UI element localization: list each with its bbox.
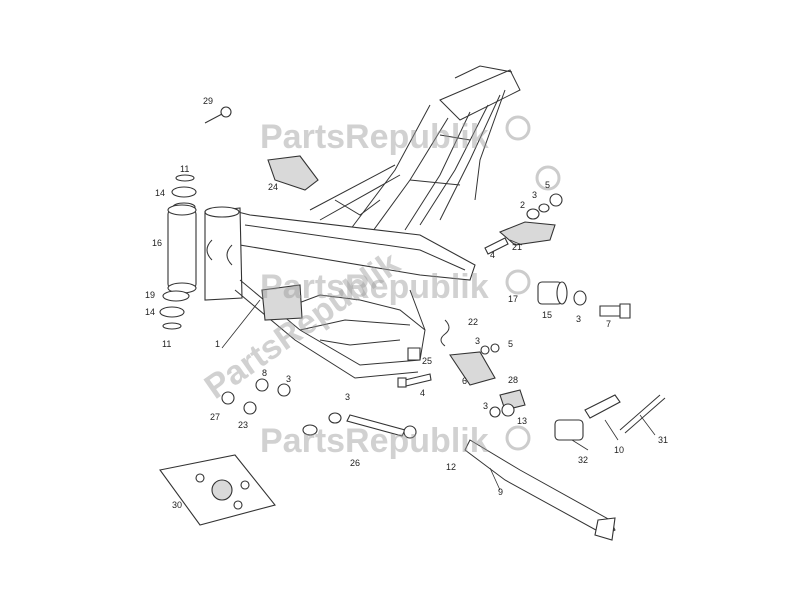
callout-23: 23 (238, 420, 248, 430)
callout-13: 13 (517, 416, 527, 426)
callout-11: 11 (180, 164, 189, 174)
callout-26: 26 (350, 458, 360, 468)
callout-30: 30 (172, 500, 182, 510)
callout-4-top: 4 (490, 250, 495, 260)
side-stand-9 (464, 439, 616, 541)
callout-27: 27 (210, 412, 220, 422)
callout-3-mid: 3 (345, 392, 350, 402)
watermark-text: PartsRepublik (260, 118, 489, 156)
callout-1: 1 (215, 339, 220, 349)
callout-21: 21 (512, 242, 522, 252)
callout-28: 28 (508, 375, 518, 385)
steering-bearing-stack (159, 174, 197, 330)
callout-19: 19 (145, 290, 155, 300)
callout-labels: 29 24 11 14 16 19 14 11 1 8 3 27 23 3 25… (145, 96, 668, 510)
callout-22: 22 (468, 317, 478, 327)
callout-32: 32 (578, 455, 588, 465)
spring-and-sleeve-group (554, 394, 666, 441)
callout-29: 29 (203, 96, 213, 106)
watermark-text: PartsRepublik (260, 422, 489, 460)
callout-11-lower: 11 (162, 339, 171, 349)
callout-7: 7 (606, 319, 611, 329)
callout-10: 10 (614, 445, 624, 455)
callout-5: 5 (508, 339, 513, 349)
callout-6: 6 (462, 376, 467, 386)
callout-9: 9 (498, 487, 503, 497)
callout-31: 31 (658, 435, 668, 445)
callout-3-far: 3 (576, 314, 581, 324)
leader-lines (221, 239, 656, 491)
key-part-29 (204, 106, 232, 124)
callout-17: 17 (508, 294, 518, 304)
callout-12: 12 (446, 462, 456, 472)
nut-and-washer-group-8-27-23 (221, 378, 291, 415)
callout-5-top: 5 (545, 180, 550, 190)
callout-3: 3 (286, 374, 291, 384)
callout-15: 15 (542, 310, 552, 320)
callout-14: 14 (155, 188, 165, 198)
gear-flag-icon (505, 115, 531, 141)
footpeg-24 (267, 155, 319, 191)
callout-25: 25 (422, 356, 432, 366)
main-frame (204, 65, 521, 379)
bolt-4-lower (397, 373, 432, 388)
pivot-bolt-group (302, 412, 417, 439)
callout-8: 8 (262, 368, 267, 378)
footpeg-6-group (407, 319, 500, 386)
callout-3-upper: 3 (475, 336, 480, 346)
gear-flag-icon (535, 165, 561, 191)
callout-14-lower: 14 (145, 307, 155, 317)
gear-flag-icon (505, 269, 531, 295)
side-stand-bracket-group (489, 389, 526, 418)
callout-4: 4 (420, 388, 425, 398)
bushing-15 (537, 281, 631, 319)
callout-3-right: 3 (483, 401, 488, 411)
callout-3-top: 3 (532, 190, 537, 200)
callout-16: 16 (152, 238, 162, 248)
callout-24: 24 (268, 182, 278, 192)
gear-flag-icon (505, 425, 531, 451)
watermark-text: PartsRepublik (260, 268, 489, 306)
washer-stack-2-3-5 (526, 193, 563, 220)
hardware-kit-30 (159, 454, 276, 526)
rear-footpeg-21 (484, 221, 556, 255)
callout-2: 2 (520, 200, 525, 210)
